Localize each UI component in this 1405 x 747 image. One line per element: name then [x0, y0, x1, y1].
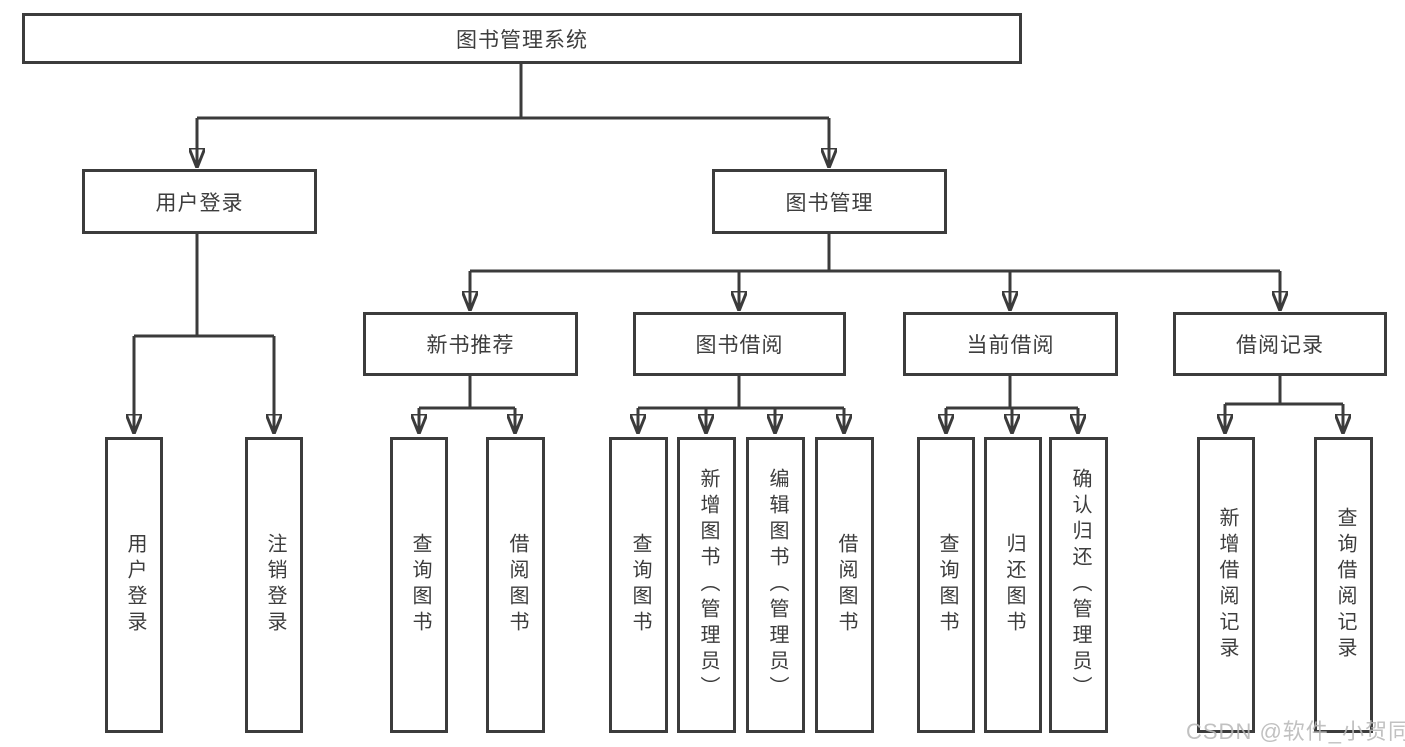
leaf-query-books-current: 查询图书 [917, 437, 975, 733]
leaf-add-book-admin: 新增图书（管理员） [677, 437, 736, 733]
leaf-query-books-recommend: 查询图书 [390, 437, 448, 733]
leaf-borrow-books: 借阅图书 [815, 437, 874, 733]
leaf-borrow-books-recommend: 借阅图书 [486, 437, 545, 733]
leaf-logout: 注销登录 [245, 437, 303, 733]
leaf-add-borrow-record: 新增借阅记录 [1197, 437, 1255, 733]
node-user-login: 用户登录 [82, 169, 317, 234]
node-root: 图书管理系统 [22, 13, 1022, 64]
node-borrow-records: 借阅记录 [1173, 312, 1387, 376]
node-book-management: 图书管理 [712, 169, 947, 234]
watermark: CSDN @软件_小贺同学 [1186, 719, 1405, 744]
leaf-query-books-borrow: 查询图书 [609, 437, 668, 733]
leaf-confirm-return-admin: 确认归还（管理员） [1049, 437, 1108, 733]
node-new-book-recommend: 新书推荐 [363, 312, 578, 376]
leaf-edit-book-admin: 编辑图书（管理员） [746, 437, 805, 733]
leaf-user-login: 用户登录 [105, 437, 163, 733]
leaf-return-book: 归还图书 [984, 437, 1042, 733]
node-book-borrow: 图书借阅 [633, 312, 846, 376]
node-current-borrow: 当前借阅 [903, 312, 1118, 376]
leaf-query-borrow-record: 查询借阅记录 [1314, 437, 1373, 733]
